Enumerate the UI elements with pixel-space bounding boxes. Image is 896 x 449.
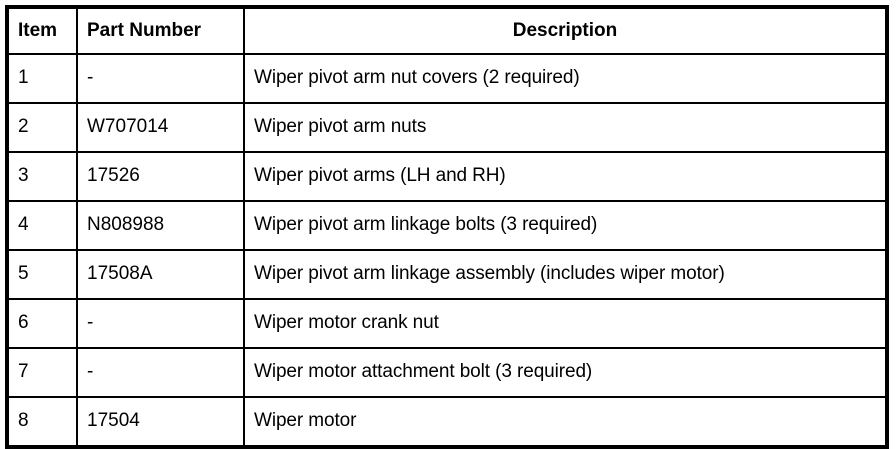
cell-description: Wiper motor [243, 396, 888, 448]
cell-description: Wiper pivot arm linkage assembly (includ… [243, 249, 888, 300]
column-header-description: Description [243, 6, 888, 55]
cell-description: Wiper pivot arm linkage bolts (3 require… [243, 200, 888, 251]
parts-reference-table: Item Part Number Description 1 - Wiper p… [5, 5, 889, 449]
cell-description: Wiper motor attachment bolt (3 required) [243, 347, 888, 398]
table-row: 6 - Wiper motor crank nut [6, 298, 888, 349]
table-header: Item Part Number Description [6, 6, 888, 55]
cell-item: 8 [6, 396, 78, 448]
cell-description: Wiper pivot arms (LH and RH) [243, 151, 888, 202]
cell-part-number: - [76, 347, 245, 398]
table-row: 7 - Wiper motor attachment bolt (3 requi… [6, 347, 888, 398]
cell-item: 6 [6, 298, 78, 349]
table-row: 4 N808988 Wiper pivot arm linkage bolts … [6, 200, 888, 251]
cell-part-number: W707014 [76, 102, 245, 153]
table-row: 8 17504 Wiper motor [6, 396, 888, 448]
cell-item: 2 [6, 102, 78, 153]
cell-part-number: N808988 [76, 200, 245, 251]
column-header-item: Item [6, 6, 78, 55]
cell-part-number: - [76, 298, 245, 349]
table-header-row: Item Part Number Description [6, 6, 888, 55]
cell-item: 4 [6, 200, 78, 251]
cell-item: 3 [6, 151, 78, 202]
table-row: 2 W707014 Wiper pivot arm nuts [6, 102, 888, 153]
table-row: 3 17526 Wiper pivot arms (LH and RH) [6, 151, 888, 202]
column-header-part-number: Part Number [76, 6, 245, 55]
table-body: 1 - Wiper pivot arm nut covers (2 requir… [6, 53, 888, 448]
cell-part-number: 17526 [76, 151, 245, 202]
table-row: 1 - Wiper pivot arm nut covers (2 requir… [6, 53, 888, 104]
cell-part-number: - [76, 53, 245, 104]
cell-description: Wiper pivot arm nut covers (2 required) [243, 53, 888, 104]
table-row: 5 17508A Wiper pivot arm linkage assembl… [6, 249, 888, 300]
cell-item: 5 [6, 249, 78, 300]
cell-part-number: 17508A [76, 249, 245, 300]
cell-item: 7 [6, 347, 78, 398]
cell-part-number: 17504 [76, 396, 245, 448]
cell-item: 1 [6, 53, 78, 104]
cell-description: Wiper motor crank nut [243, 298, 888, 349]
cell-description: Wiper pivot arm nuts [243, 102, 888, 153]
